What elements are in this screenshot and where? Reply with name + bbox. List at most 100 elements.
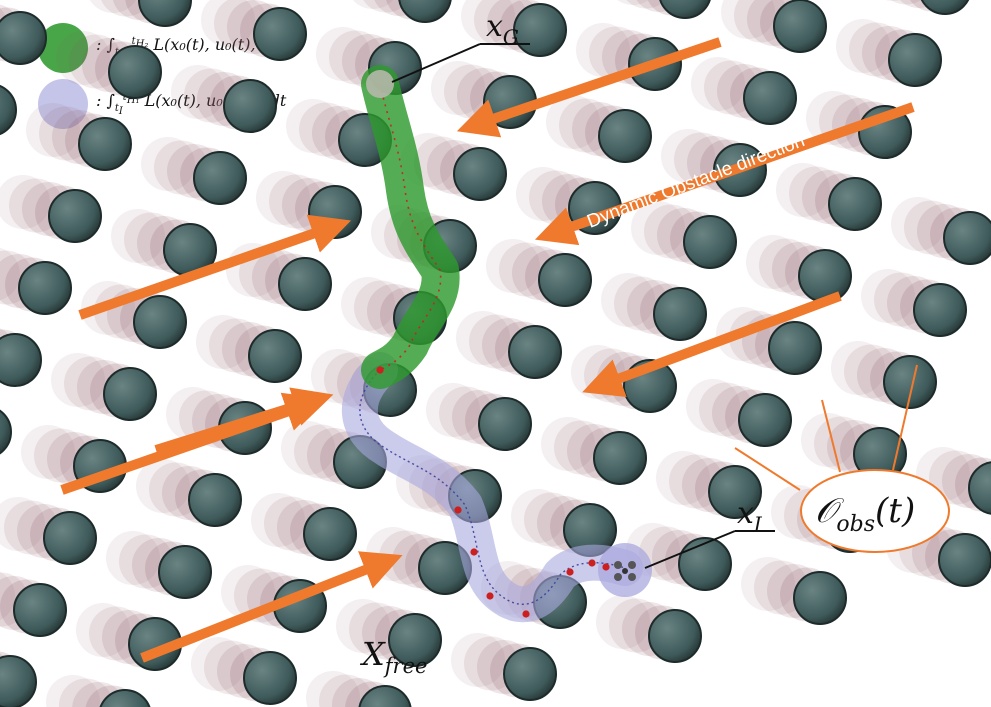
obstacle-body <box>883 355 937 409</box>
obstacle-body <box>503 647 557 701</box>
obstacle-ghost <box>141 137 195 191</box>
obstacle-body <box>138 0 192 27</box>
obstacle-ghost <box>21 425 75 479</box>
obstacle-body <box>920 0 970 15</box>
obs-label-bubble <box>800 469 950 553</box>
obstacle-ghost <box>171 65 225 119</box>
obstacle-ghost <box>891 197 945 251</box>
obstacle-ghost <box>89 0 137 13</box>
obstacle-ghost <box>461 0 515 43</box>
obstacle-ghost <box>56 31 110 85</box>
obstacle <box>885 0 970 15</box>
free-space-label: Xfree <box>359 635 427 678</box>
green-swatch-icon <box>38 23 88 73</box>
obstacle-ghost <box>316 27 370 81</box>
obstacle-body <box>648 609 702 663</box>
obstacle-ghost <box>486 239 540 293</box>
obstacle-body <box>793 571 847 625</box>
direction-arrow <box>78 214 352 320</box>
obstacle-body <box>18 261 72 315</box>
drone-icon <box>614 561 636 581</box>
obstacle-body <box>888 33 942 87</box>
obstacle-body <box>659 0 711 19</box>
obstacle-body <box>248 329 302 383</box>
obstacle-body <box>508 325 562 379</box>
obstacle <box>0 571 67 637</box>
obstacle-body <box>683 215 737 269</box>
obstacle-direction-arrows <box>60 37 915 663</box>
obstacle <box>631 201 737 269</box>
obstacle-body <box>108 45 162 99</box>
obstacle <box>111 209 217 277</box>
obstacle-body <box>513 3 567 57</box>
obstacle-body <box>78 117 132 171</box>
obstacle <box>286 99 392 167</box>
obstacle <box>336 599 442 667</box>
obstacle <box>0 84 17 136</box>
obstacle-ghost <box>319 674 373 707</box>
obstacle-body <box>223 79 277 133</box>
waypoint <box>376 366 384 374</box>
obstacle-body <box>798 249 852 303</box>
obstacle <box>916 447 991 515</box>
obstacle-body <box>99 689 151 707</box>
low-horizon-centerline <box>359 369 626 605</box>
direction-arrow <box>154 387 334 455</box>
obstacle-body <box>738 393 792 447</box>
obstacle <box>251 493 357 561</box>
obstacle-ghost <box>59 678 113 707</box>
high-horizon-centerline <box>379 83 442 371</box>
obstacle-body <box>303 507 357 561</box>
obstacle-body <box>0 11 47 65</box>
obstacle-body <box>478 397 532 451</box>
obstacle-body <box>828 177 882 231</box>
obstacle-ghost <box>741 557 795 611</box>
obstacle-ghost <box>596 595 650 649</box>
obstacle-ghost <box>456 311 510 365</box>
obstacle <box>201 0 307 61</box>
obstacle-body <box>968 461 991 515</box>
obstacle-ghost <box>306 671 360 707</box>
obstacle <box>741 557 847 625</box>
blue-swatch-icon <box>38 79 88 129</box>
obstacle-ghost <box>576 23 630 77</box>
obstacle-ghost <box>831 341 885 395</box>
obstacle <box>366 527 472 595</box>
obstacle-body <box>0 84 17 136</box>
waypoint <box>454 506 462 514</box>
obstacle <box>226 243 332 311</box>
obstacle-ghost <box>511 489 565 543</box>
direction-arrow <box>534 102 915 246</box>
obstacle-ghost <box>776 163 830 217</box>
obstacle-body <box>538 253 592 307</box>
obstacle-ghost <box>661 129 715 183</box>
obstacle <box>0 328 42 387</box>
obstacle-body <box>253 7 307 61</box>
obstacle-body <box>193 151 247 205</box>
obstacle-ghost <box>201 0 255 47</box>
obstacle-body <box>133 295 187 349</box>
waypoint <box>470 548 478 556</box>
obstacle <box>686 379 792 447</box>
obstacle-ghost <box>546 95 600 149</box>
obstacle-ghost <box>601 273 655 327</box>
obstacle-body <box>708 465 762 519</box>
obstacle-body <box>188 473 242 527</box>
obstacle <box>861 269 967 337</box>
obstacle <box>106 531 212 599</box>
obstacle-ghost <box>426 383 480 437</box>
obstacle-ghost <box>76 603 130 657</box>
obstacle-ghost <box>836 19 890 73</box>
obstacle-body <box>43 511 97 565</box>
obstacle-ghost <box>0 497 45 551</box>
obstacle-body <box>913 283 967 337</box>
obstacle-body <box>158 545 212 599</box>
direction-arrow <box>140 551 403 663</box>
obstacle <box>26 103 132 171</box>
obstacle-ghost <box>352 0 394 9</box>
obstacle-ghost <box>656 451 710 505</box>
obstacle-ghost <box>721 0 775 39</box>
obstacle-body <box>768 321 822 375</box>
init-leader-line <box>644 530 736 569</box>
obstacle <box>196 315 302 383</box>
